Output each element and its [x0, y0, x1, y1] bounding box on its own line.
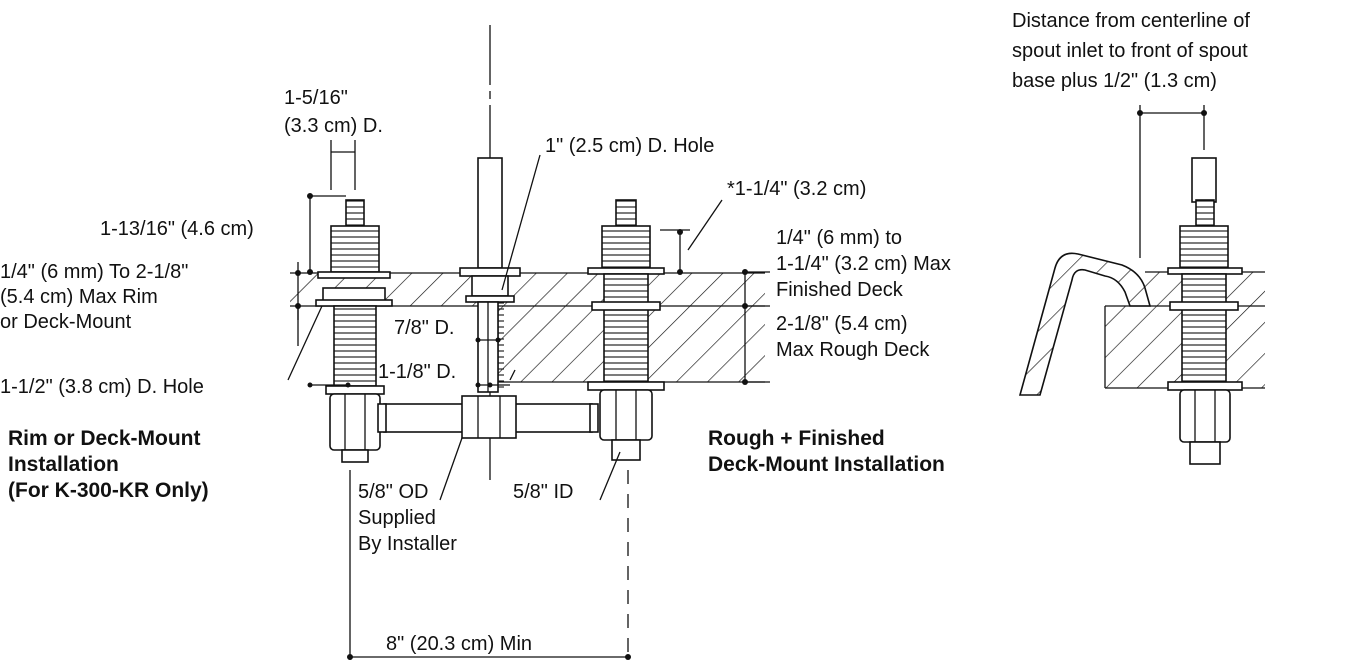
rough-deck-label-2: Max Rough Deck — [776, 339, 930, 361]
min-spacing-label: 8" (20.3 cm) Min — [386, 633, 532, 655]
rim-range-label-2: (5.4 cm) Max Rim — [0, 286, 158, 308]
supply-pipes — [377, 395, 599, 439]
spout-hole-label: 1" (2.5 cm) D. Hole — [545, 135, 714, 157]
rim-range-label-3: or Deck-Mount — [0, 311, 132, 333]
seven-eighths-label: 7/8" D. — [394, 317, 454, 339]
shank-length-label: *1-1/4" (3.2 cm) — [727, 178, 866, 200]
one-eighth-label: 1-1/8" D. — [378, 361, 456, 383]
labels: 1-5/16" (3.3 cm) D. 1" (2.5 cm) D. Hole … — [0, 10, 1250, 655]
spout-dia-cm-label: (3.3 cm) D. — [284, 115, 383, 137]
id-label: 5/8" ID — [513, 481, 573, 503]
right-view — [1018, 105, 1265, 465]
finished-deck-label-2: 1-1/4" (3.2 cm) Max — [776, 253, 951, 275]
rough-title-2: Deck-Mount Installation — [708, 453, 945, 476]
valve-height-label: 1-13/16" (4.6 cm) — [100, 218, 254, 240]
rim-title-3: (For K-300-KR Only) — [8, 479, 209, 502]
left-valve — [315, 199, 393, 463]
distance-label-3: base plus 1/2" (1.3 cm) — [1012, 70, 1217, 92]
rim-title-1: Rim or Deck-Mount — [8, 427, 201, 450]
right-valve — [587, 199, 665, 461]
valve-hole-label: 1-1/2" (3.8 cm) D. Hole — [0, 376, 204, 398]
od-label-2: Supplied — [358, 507, 436, 529]
finished-deck-label-1: 1/4" (6 mm) to — [776, 227, 902, 249]
dimension-lines — [287, 140, 770, 660]
rim-range-label-1: 1/4" (6 mm) To 2-1/8" — [0, 261, 188, 283]
distance-label-1: Distance from centerline of — [1012, 10, 1250, 32]
od-label-1: 5/8" OD — [358, 481, 428, 503]
distance-label-2: spout inlet to front of spout — [1012, 40, 1248, 62]
spout-dia-label: 1-5/16" — [284, 87, 348, 109]
finished-deck-label-3: Finished Deck — [776, 279, 904, 301]
rough-title-1: Rough + Finished — [708, 427, 885, 450]
rim-title-2: Installation — [8, 453, 119, 476]
od-label-3: By Installer — [358, 533, 457, 555]
rough-deck-label-1: 2-1/8" (5.4 cm) — [776, 313, 908, 335]
